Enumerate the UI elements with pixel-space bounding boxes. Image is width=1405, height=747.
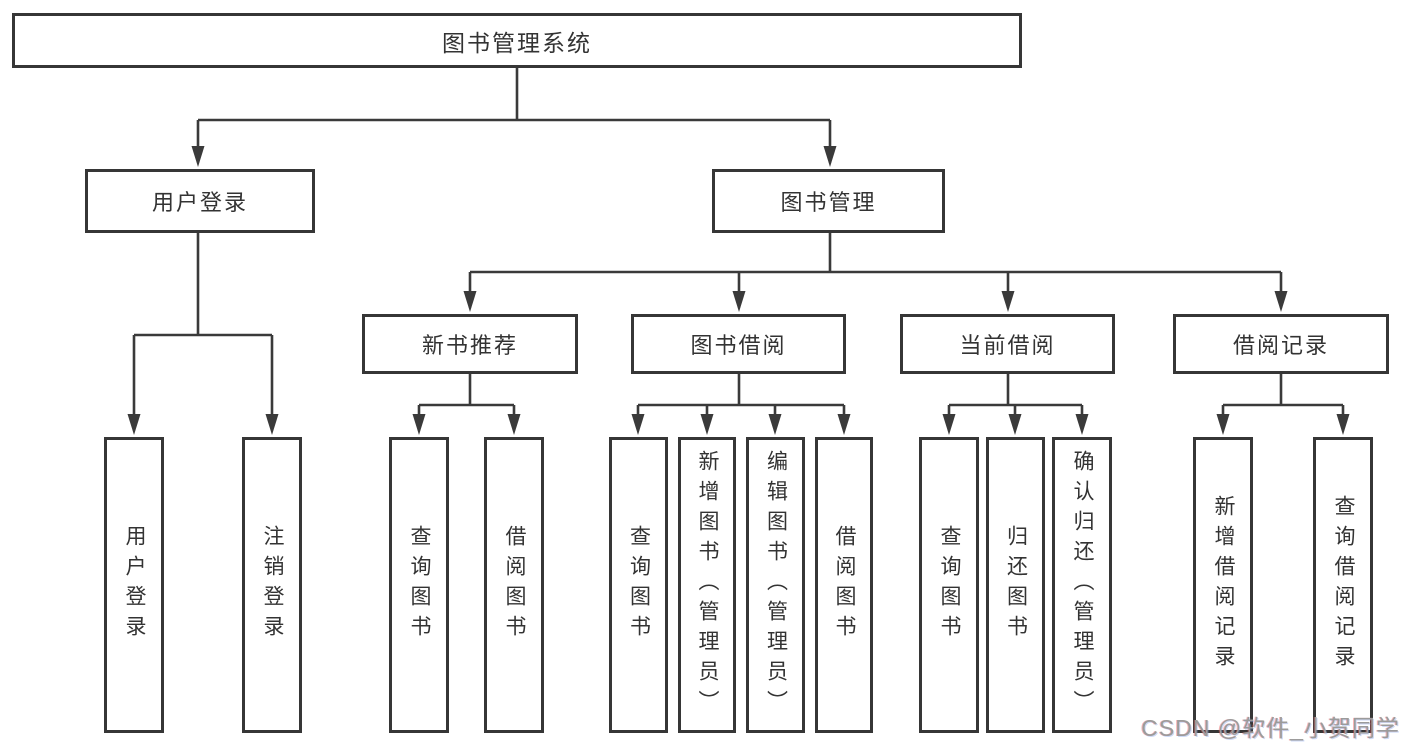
leaf-recommend-borrow-books: 借阅图书 bbox=[484, 437, 544, 733]
leaf-recommend-query-books: 查询图书 bbox=[389, 437, 449, 733]
leaf-borrow-borrow-books: 借阅图书 bbox=[815, 437, 873, 733]
leaf-current-return-books: 归还图书 bbox=[986, 437, 1045, 733]
node-book-borrowing: 图书借阅 bbox=[631, 314, 846, 374]
leaf-borrow-edit-books-admin: 编辑图书（管理员） bbox=[746, 437, 805, 733]
leaf-borrow-query-books: 查询图书 bbox=[609, 437, 668, 733]
node-borrowing-records: 借阅记录 bbox=[1173, 314, 1389, 374]
node-current-borrowing: 当前借阅 bbox=[900, 314, 1115, 374]
leaf-logout: 注销登录 bbox=[242, 437, 302, 733]
leaf-user-login: 用户登录 bbox=[104, 437, 164, 733]
node-user-login: 用户登录 bbox=[85, 169, 315, 233]
node-system-root: 图书管理系统 bbox=[12, 13, 1022, 68]
leaf-current-confirm-return-admin: 确认归还（管理员） bbox=[1052, 437, 1112, 733]
arrowheads bbox=[127, 146, 1350, 435]
node-new-book-recommend: 新书推荐 bbox=[362, 314, 578, 374]
node-book-management: 图书管理 bbox=[712, 169, 945, 233]
leaf-borrow-add-books-admin: 新增图书（管理员） bbox=[678, 437, 736, 733]
leaf-records-add-record: 新增借阅记录 bbox=[1193, 437, 1253, 733]
leaf-records-query-record: 查询借阅记录 bbox=[1313, 437, 1373, 733]
csdn-watermark: CSDN @软件_小贺同学 bbox=[1141, 715, 1400, 741]
leaf-current-query-books: 查询图书 bbox=[919, 437, 979, 733]
